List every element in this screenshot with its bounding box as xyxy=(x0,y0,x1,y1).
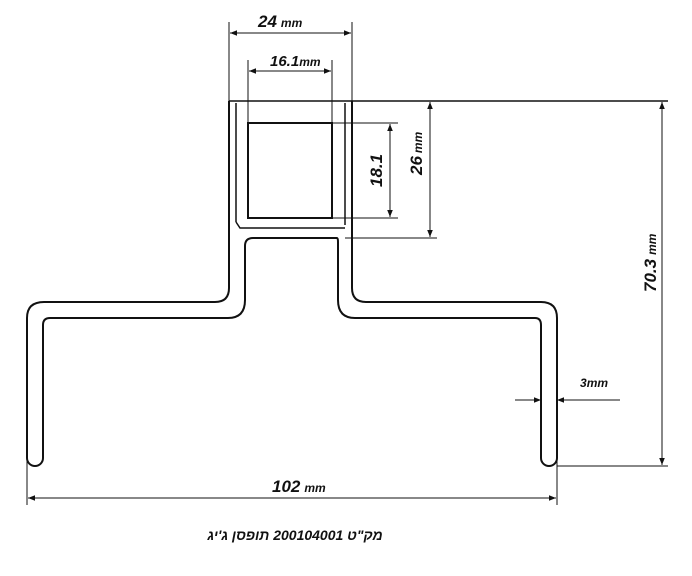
label-outer-height: 26mm xyxy=(407,131,426,176)
label-total-height: 70.3mm xyxy=(641,233,660,292)
label-inner-width: 16.1mm xyxy=(270,53,321,70)
part-outer-outline xyxy=(26,101,558,467)
part-caption: מק"ט 200104001 תופסן ג'יג xyxy=(207,527,383,543)
label-wire-thickness: 3mm xyxy=(580,376,608,390)
label-inner-height: 18.1 xyxy=(367,154,386,187)
frame-inner-bottom xyxy=(235,221,345,229)
inner-window xyxy=(247,122,333,219)
